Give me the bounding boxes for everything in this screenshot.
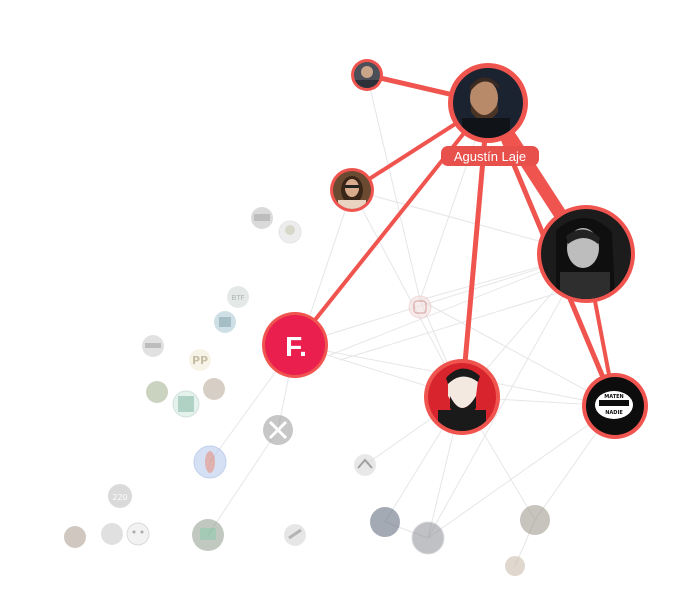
faint-node-square-logo[interactable] (214, 311, 236, 333)
node-focus-agustin-laje[interactable] (448, 63, 528, 143)
node-man-portrait-small[interactable] (351, 59, 383, 91)
faint-node-portrait[interactable] (520, 505, 550, 535)
f-logo-text: F. (285, 331, 307, 362)
letter-f-logo-icon (265, 315, 325, 375)
node-mate-dictador-nadie-logo[interactable]: MATEN NADIE (582, 373, 648, 439)
faint-node-green-logo[interactable] (192, 519, 224, 551)
faint-node-arrow-logo[interactable] (354, 454, 376, 476)
faint-node-portrait[interactable] (146, 381, 168, 403)
svg-text:PP: PP (192, 354, 208, 367)
bearded-illustration-icon (438, 368, 486, 431)
highlighted-nodes: F. (262, 59, 648, 439)
faint-node-small-logo[interactable] (251, 207, 273, 229)
focus-node-label: Agustín Laje (441, 146, 539, 166)
faint-node-portrait[interactable] (101, 523, 123, 545)
long-hair-man-portrait-icon (556, 218, 615, 299)
faint-node-blue-portrait[interactable] (193, 445, 227, 479)
focus-node-label-text: Agustín Laje (454, 149, 526, 164)
faint-edges (207, 74, 616, 567)
faint-node-btf-logo[interactable]: BTF (227, 286, 249, 308)
node-bearded-illustration-logo[interactable] (424, 359, 500, 435)
faint-node-portrait[interactable] (505, 556, 525, 576)
faint-node-book-logo[interactable] (172, 390, 200, 418)
faint-node-portrait[interactable] (64, 526, 86, 548)
faint-node-portrait[interactable] (278, 220, 302, 244)
faint-node-220-logo[interactable]: 220 (108, 484, 132, 508)
mate-dictador-nadie-icon: MATEN NADIE (595, 391, 633, 419)
woman-portrait-icon (338, 176, 366, 209)
faint-node-face-logo[interactable] (126, 522, 150, 546)
faint-node-portrait[interactable] (203, 378, 225, 400)
faint-node-small-logo[interactable] (142, 335, 164, 357)
faint-nodes: BTF PP (64, 207, 550, 576)
svg-text:220: 220 (112, 493, 127, 502)
faint-node-portrait[interactable] (411, 521, 445, 555)
faint-node-portrait[interactable] (370, 507, 400, 537)
node-woman-portrait[interactable] (330, 168, 374, 214)
svg-text:NADIE: NADIE (605, 410, 623, 416)
svg-text:MATEN: MATEN (604, 394, 623, 400)
svg-text:BTF: BTF (231, 294, 244, 302)
bearded-man-portrait-icon (462, 77, 510, 138)
faint-node-pp-logo[interactable]: PP (189, 349, 211, 371)
faint-node-x-logo[interactable] (263, 415, 293, 445)
node-long-hair-man-portrait[interactable] (537, 205, 635, 303)
faint-node-instagram-like-logo[interactable] (408, 295, 432, 319)
faint-node-small-logo[interactable] (284, 524, 306, 546)
node-f-logo[interactable]: F. (262, 312, 328, 378)
man-portrait-icon (361, 66, 373, 78)
